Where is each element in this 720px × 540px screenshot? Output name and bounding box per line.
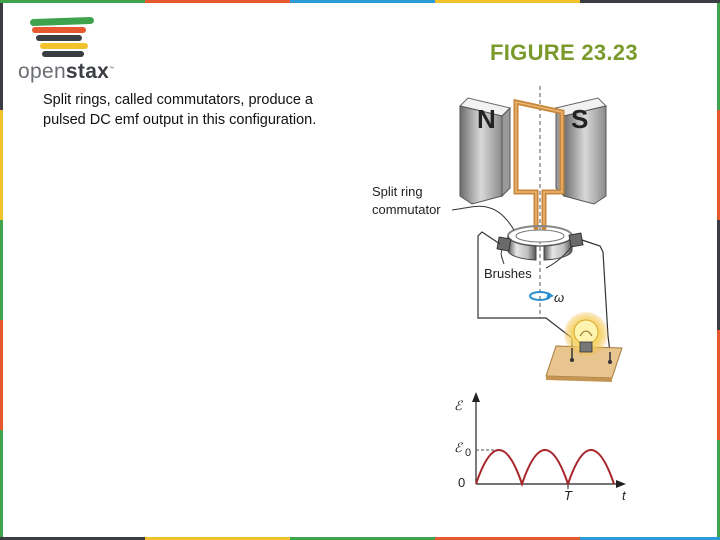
graph-x-axis-label: t (622, 488, 627, 503)
rotating-coil (513, 98, 565, 240)
graph-origin-label: 0 (458, 475, 465, 490)
top-color-border (0, 0, 720, 3)
rotation-arrow-icon (529, 291, 554, 301)
openstax-wordmark: openstax™ (18, 60, 115, 83)
left-color-border (0, 0, 3, 540)
graph-y-axis-label: ℰ (454, 398, 463, 413)
brushes-leader-left (500, 249, 505, 265)
openstax-logo-icon (30, 17, 95, 57)
figure-caption: Split rings, called commutators, produce… (43, 92, 317, 128)
emf-output-graph: ℰ ℰ 0 0 T t (454, 392, 627, 503)
south-pole-label: S (571, 104, 588, 134)
brushes-leader-right (545, 245, 573, 269)
bottom-color-border (0, 537, 720, 540)
south-magnet: S (555, 97, 607, 205)
figure-title: FIGURE 23.23 (490, 40, 638, 65)
omega-label: ω (554, 290, 564, 305)
pulsed-dc-waveform (475, 449, 615, 488)
graph-peak-subscript: 0 (465, 447, 471, 459)
graph-period-label: T (564, 488, 573, 503)
commutator-leader-line (451, 205, 515, 231)
north-pole-label: N (477, 104, 496, 134)
north-magnet: N (459, 97, 511, 205)
right-color-border (717, 0, 720, 540)
graph-peak-label: ℰ (454, 440, 463, 455)
commutator-label-line2: commutator (372, 202, 441, 217)
generator-figure: N S Split ring commutator Brushes (372, 86, 627, 503)
brushes-label: Brushes (484, 266, 532, 281)
light-bulb-icon (545, 312, 623, 382)
commutator-label-line1: Split ring (372, 184, 423, 199)
